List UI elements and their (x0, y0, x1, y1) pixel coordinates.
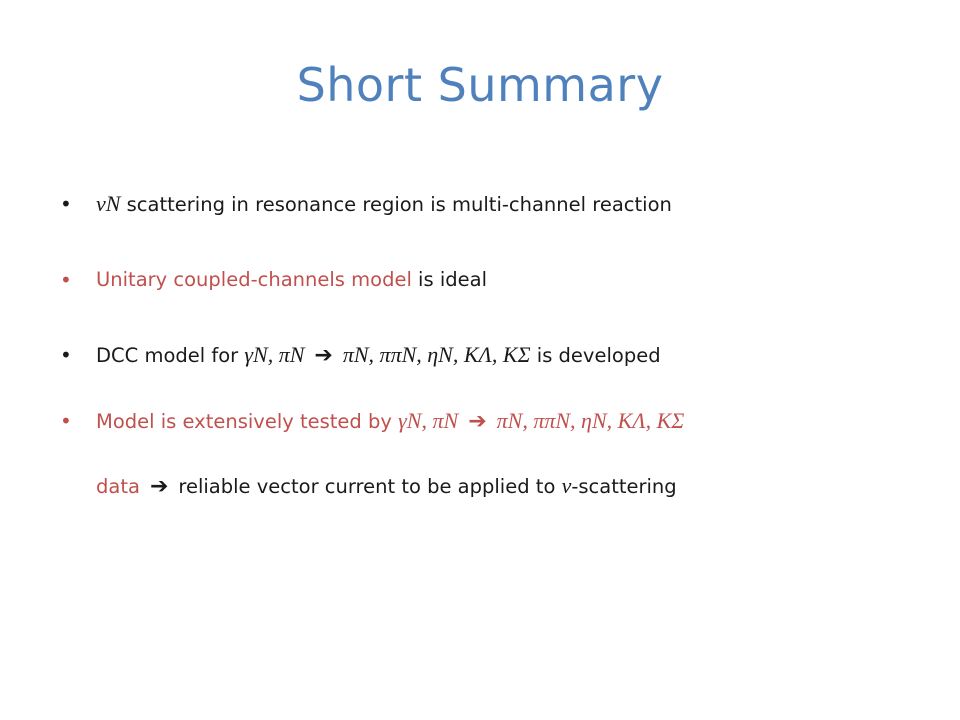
arrow-icon: ➔ (468, 409, 487, 434)
bullet-1-text: scattering in resonance region is multi-… (120, 193, 672, 216)
bullet-item-2: • Unitary coupled-channels model is idea… (60, 262, 920, 308)
bullet-item-1: • νN scattering in resonance region is m… (60, 186, 920, 232)
arrow-icon: ➔ (149, 474, 169, 499)
math-final-states: πN, ππN, ηN, KΛ, KΣ (496, 408, 685, 433)
arrow-icon: ➔ (314, 343, 333, 368)
bullet-4-line-2-text-pre: reliable vector current to be applied to (178, 475, 562, 498)
math-initial-states: γN, πN (244, 342, 305, 367)
bullet-2-text: is ideal (411, 268, 487, 291)
math-final-states: πN, ππN, ηN, KΛ, KΣ (342, 342, 531, 367)
bullet-list: • νN scattering in resonance region is m… (60, 186, 920, 505)
slide-title: Short Summary (296, 58, 664, 112)
bullet-4-text-pre: Model is extensively tested by (96, 410, 399, 433)
bullet-dot: • (60, 268, 72, 292)
math-nu: ν (561, 473, 572, 498)
math-initial-states: γN, πN (398, 408, 459, 433)
bullet-4-line-2: data ➔ reliable vector current to be appli… (96, 468, 920, 505)
math-nu-n: νN (96, 191, 121, 216)
bullet-dot: • (60, 409, 72, 433)
bullet-dot: • (60, 192, 72, 216)
bullet-3-text-pre: DCC model for (96, 344, 245, 367)
bullet-4-data-word: data (96, 475, 140, 498)
bullet-2-highlight: Unitary coupled-channels model (96, 268, 412, 291)
bullet-item-4: • Model is extensively tested by γN, πN ➔… (60, 403, 920, 505)
bullet-dot: • (60, 343, 72, 367)
bullet-item-3: • DCC model for γN, πN ➔ πN, ππN, ηN, KΛ, … (60, 337, 920, 383)
bullet-3-text-post: is developed (530, 344, 661, 367)
bullet-4-line-2-text-post: -scattering (571, 475, 677, 498)
